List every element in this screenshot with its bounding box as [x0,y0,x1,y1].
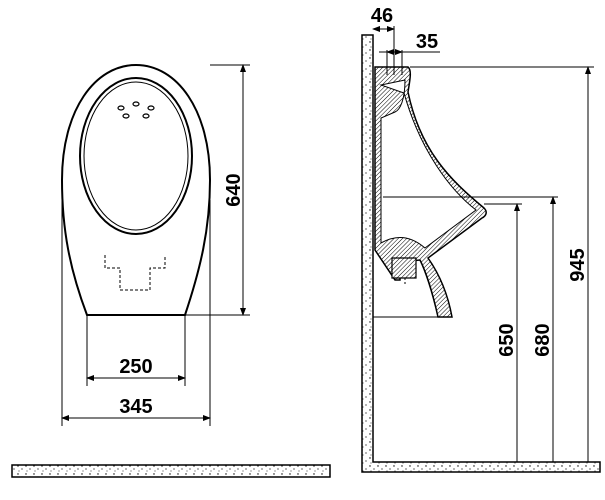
dim-inlet-label: 35 [416,31,438,53]
dim-lip-height-label: 650 [496,323,518,356]
side-view: 46 35 945 680 650 [361,5,601,473]
dim-total-width-label: 345 [119,396,152,418]
dim-outlet-width-label: 250 [119,356,152,378]
outlet-hidden-outline [104,255,166,291]
wall-and-floor [361,34,601,473]
dim-rim-height-label: 680 [532,323,554,356]
dim-total-height-label: 945 [567,248,589,281]
front-view: 640 250 345 [11,63,331,478]
dim-top-offset-label: 46 [371,5,393,27]
outlet-spigot [391,257,417,279]
bowl-opening [79,77,193,235]
dim-height-label: 640 [223,173,245,206]
floor-front [11,464,331,478]
flush-holes [117,101,155,119]
urinal-front-outline [60,63,212,316]
